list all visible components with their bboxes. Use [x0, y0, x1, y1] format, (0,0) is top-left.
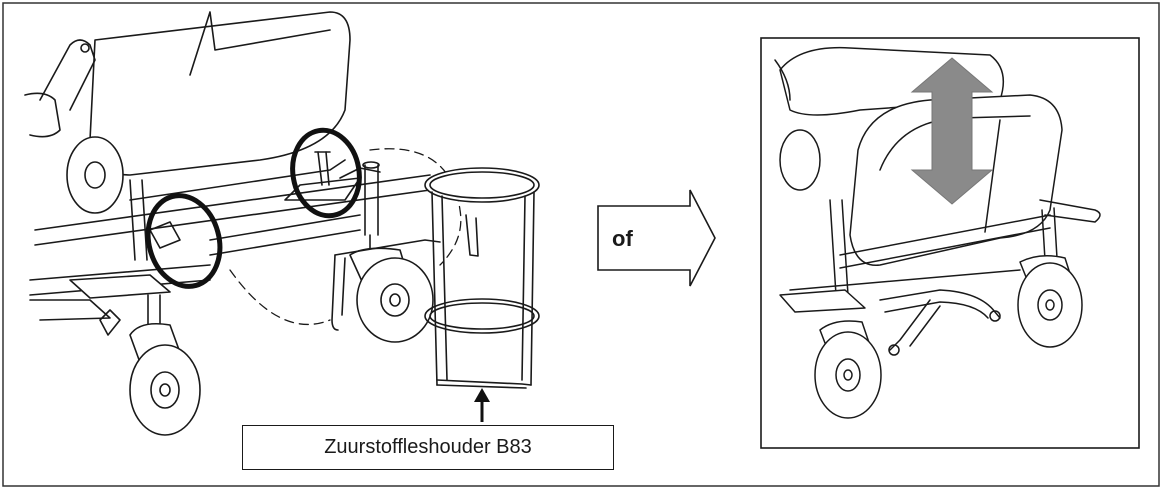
rframe-tube-2	[839, 227, 1051, 269]
caster-wheel-front	[129, 344, 201, 436]
rframe-post	[829, 199, 849, 296]
caster-wheel-back-left-hub	[84, 161, 106, 189]
bracket-bolt	[80, 43, 90, 53]
rhandle	[1039, 199, 1101, 223]
holder-rod-left-2	[441, 195, 448, 381]
foot-pedal	[69, 274, 171, 299]
caster-wheel-front-axle	[159, 383, 171, 397]
holder-rod-left	[431, 191, 438, 386]
part-name-label: Zuurstoffleshouder B83	[242, 425, 614, 470]
caster-wheel-back-left	[66, 136, 124, 214]
side-bracket	[39, 39, 96, 111]
rcaster-wheel-back	[779, 129, 821, 191]
rcaster-wheel-front-axle	[843, 369, 853, 381]
block-arrow	[597, 189, 716, 287]
backrest-seam-2	[984, 119, 1001, 233]
rframe-tube	[839, 214, 1051, 256]
rframe-tube-low	[789, 269, 1021, 291]
holder-ring-bottom	[424, 298, 540, 334]
holder-ring-top-inner	[429, 171, 535, 199]
part-name-text: Zuurstoffleshouder B83	[324, 436, 532, 458]
pin-detail	[317, 151, 330, 186]
holder-mount-bar	[334, 239, 441, 256]
foot-pedal-2	[29, 299, 111, 321]
frame-tube-diag-2	[209, 229, 361, 256]
holder-mount-hook-2	[341, 257, 346, 316]
oxygen-bottle-holder	[424, 167, 540, 389]
rpush-bar-lower	[889, 299, 931, 351]
caster-wheel-rear-hub	[380, 283, 410, 317]
seat-fold	[189, 11, 331, 76]
post-front	[129, 179, 136, 261]
adjust-height-arrow	[910, 57, 994, 205]
rcaster-wheel-front-hub	[835, 358, 861, 392]
rcaster-wheel-rear-axle	[1045, 299, 1055, 311]
rside-detail	[774, 59, 791, 101]
rfoot-pedal	[779, 289, 866, 313]
rpush-bar	[879, 289, 1001, 319]
rpush-bar-lower-2	[909, 305, 941, 347]
rpush-bar-2	[884, 301, 989, 319]
rcaster-wheel-front	[814, 331, 882, 419]
connector-label: of	[612, 226, 633, 251]
rpush-bar-end	[989, 310, 1001, 322]
holder-ring-top	[424, 167, 540, 203]
holder-ring-bottom-inner	[429, 302, 535, 330]
frame-tube-diag	[209, 214, 361, 241]
caster-wheel-rear-axle	[389, 293, 401, 307]
caster-wheel-front-hub	[150, 371, 180, 409]
rcaster-wheel-rear-hub	[1037, 289, 1063, 321]
rpush-bar-end-2	[888, 344, 900, 356]
holder-base	[436, 379, 532, 389]
highlight-ring-front-clamp	[145, 193, 223, 289]
frame-tube-lower	[29, 264, 211, 281]
side-bar	[24, 92, 61, 138]
left-illustration	[24, 11, 540, 436]
holder-mount-hook	[331, 254, 339, 331]
caster-wheel-rear	[356, 257, 434, 343]
holder-rod-right-2	[530, 191, 535, 386]
frame-tube-long-2	[34, 189, 431, 246]
holder-rod-right	[521, 195, 526, 381]
swing-path	[229, 269, 331, 326]
lever	[99, 309, 121, 336]
right-illustration	[774, 46, 1101, 419]
rcaster-wheel-rear	[1017, 262, 1083, 348]
seat-upper	[779, 46, 1005, 116]
pointer-arrow	[474, 388, 490, 422]
clamp-detail	[149, 221, 181, 249]
frame-tube-cross	[129, 159, 346, 201]
holder-stub	[465, 214, 479, 257]
post-front-2	[141, 179, 148, 261]
frame-tube-long	[34, 174, 431, 231]
highlight-ring-rear-pin	[290, 127, 362, 219]
post-rear-cap	[362, 161, 380, 169]
